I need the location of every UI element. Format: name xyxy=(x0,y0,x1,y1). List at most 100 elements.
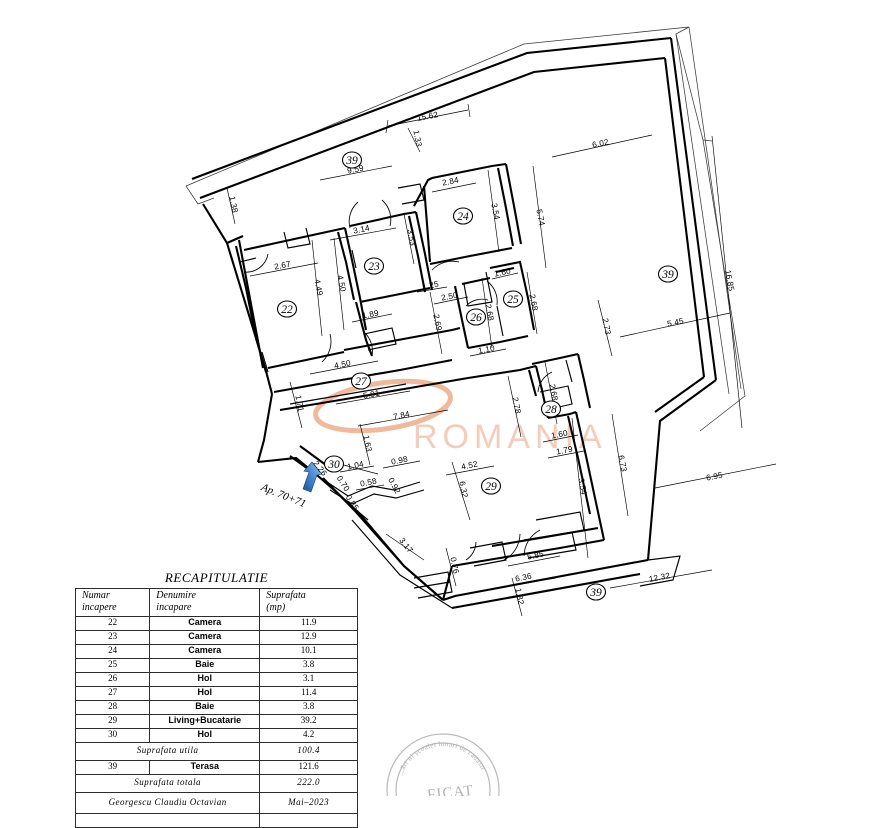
cell-room-name: Living+Bucatarie xyxy=(149,713,261,729)
room-number-badge-25: 25 xyxy=(502,290,524,308)
floor-plan-document: ROMANIA xyxy=(74,26,777,828)
dimension-label: 0.92 xyxy=(386,476,402,495)
room-number-text: 29 xyxy=(485,481,497,493)
door-arc-23b xyxy=(381,199,392,227)
dimension-label: 6.95 xyxy=(705,470,723,482)
apartment-envelope xyxy=(202,203,319,477)
cell-blank-left xyxy=(74,812,261,828)
header-area-line1: Suprafata xyxy=(266,590,306,601)
door-arc-28 xyxy=(537,371,553,393)
room-number-text: 27 xyxy=(355,376,368,388)
dimension-label: 1.79 xyxy=(555,444,573,456)
cell-room-name: Hol xyxy=(149,727,261,743)
room-number-badge-39: 39 xyxy=(341,151,363,169)
dimension-label: 4.50 xyxy=(335,274,347,292)
room-number-badge-39: 39 xyxy=(585,583,607,601)
cell-terrace-name: Terasa xyxy=(149,759,261,775)
room-number-text: 25 xyxy=(507,294,519,306)
cell-room-name: Camera xyxy=(149,629,261,645)
header-area: Suprafata (mp) xyxy=(259,588,358,617)
cell-room-name: Baie xyxy=(149,657,261,673)
cell-total-label: Suprafata totala xyxy=(74,773,261,793)
room-number-badge-24: 24 xyxy=(452,207,474,225)
cell-room-area: 39.2 xyxy=(259,713,358,729)
dimension-label: 1.32 xyxy=(513,587,525,605)
svg-text:Ap. 70+71: Ap. 70+71 xyxy=(258,481,307,510)
door-arc-26 xyxy=(465,298,489,307)
cell-terrace-area: 121.6 xyxy=(259,759,358,775)
recapitulatie-table: Numar incapere Denumire incapare Suprafa… xyxy=(74,588,358,828)
dimension-label: 1.04 xyxy=(346,459,364,471)
dimension-label: 1.89 xyxy=(361,308,379,320)
room-number-text: 39 xyxy=(589,587,602,599)
room-number-badge-27: 27 xyxy=(350,372,372,390)
door-arc-22a xyxy=(243,253,269,273)
dimension-label: 0.76 xyxy=(448,556,460,574)
cell-room-name: Hol xyxy=(149,685,261,701)
header-room-number-line2: incapere xyxy=(82,601,117,613)
cell-room-number: 29 xyxy=(74,713,151,729)
apartment-label: Ap. 70+71 xyxy=(258,481,307,510)
dimension-label: 0.98 xyxy=(390,454,408,466)
room-badge-circle xyxy=(341,151,363,169)
door-arc-24 xyxy=(431,260,460,271)
room-badge-circle xyxy=(276,300,298,318)
dimension-label: 6.36 xyxy=(514,571,532,583)
door-arc-25 xyxy=(486,280,498,306)
room-number-badge-26: 26 xyxy=(465,308,487,326)
door-arc-23a xyxy=(348,201,359,229)
cell-blank-right xyxy=(259,812,358,828)
cell-room-area: 12.9 xyxy=(259,629,358,645)
dimension-label: 1.60 xyxy=(550,428,568,440)
header-area-line2: (mp) xyxy=(266,601,286,613)
dimension-label: 16.85 xyxy=(723,269,736,292)
room-number-badge-23: 23 xyxy=(363,257,385,275)
dimension-label: 2.73 xyxy=(600,317,612,335)
cell-room-name: Camera xyxy=(149,643,261,659)
dimension-label: 0.58 xyxy=(359,476,377,488)
cell-total-value: 222.0 xyxy=(259,773,358,793)
cell-subtotal-value: 100.4 xyxy=(259,741,358,761)
room-28-walls xyxy=(531,352,592,411)
room-number-text: 39 xyxy=(661,269,674,281)
dimension-label: 1.25 xyxy=(421,279,439,291)
notary-stamp: ...ări ul școalei lunari de cadastru, în… xyxy=(386,733,500,796)
room-badge-circle xyxy=(363,257,385,275)
header-room-number-line1: Numar xyxy=(82,590,110,601)
dimension-label: 3.54 xyxy=(576,477,588,495)
room-badge-circle xyxy=(502,290,524,308)
cell-subtotal-label: Suprafata utila xyxy=(74,741,261,761)
cell-room-number: 26 xyxy=(74,671,151,687)
dimension-label: 2.68 xyxy=(483,303,495,321)
entrance-arrow xyxy=(302,461,323,493)
cell-room-name: Camera xyxy=(149,615,261,631)
recap-title: RECAPITULATIE xyxy=(164,570,269,585)
floor-plan-drawing: ROMANIA xyxy=(185,26,777,796)
dimension-label: 2.68 xyxy=(527,293,539,311)
dimension-label: 4.49 xyxy=(312,278,324,296)
dimension-label: 2.68 xyxy=(547,383,559,401)
room-number-text: 39 xyxy=(345,155,358,167)
cell-room-area: 11.9 xyxy=(259,615,358,631)
room-badge-circle xyxy=(323,455,345,473)
dimension-label: 5.91 xyxy=(362,388,380,400)
cell-room-area: 3.1 xyxy=(259,671,358,687)
bottom-window-details xyxy=(465,511,585,567)
room-number-text: 24 xyxy=(457,211,469,223)
cell-room-number: 24 xyxy=(74,643,151,659)
cell-signature-date: Mai–2023 xyxy=(259,791,358,814)
dimension-label: 2.67 xyxy=(273,259,291,271)
room-badge-circle xyxy=(480,477,502,495)
